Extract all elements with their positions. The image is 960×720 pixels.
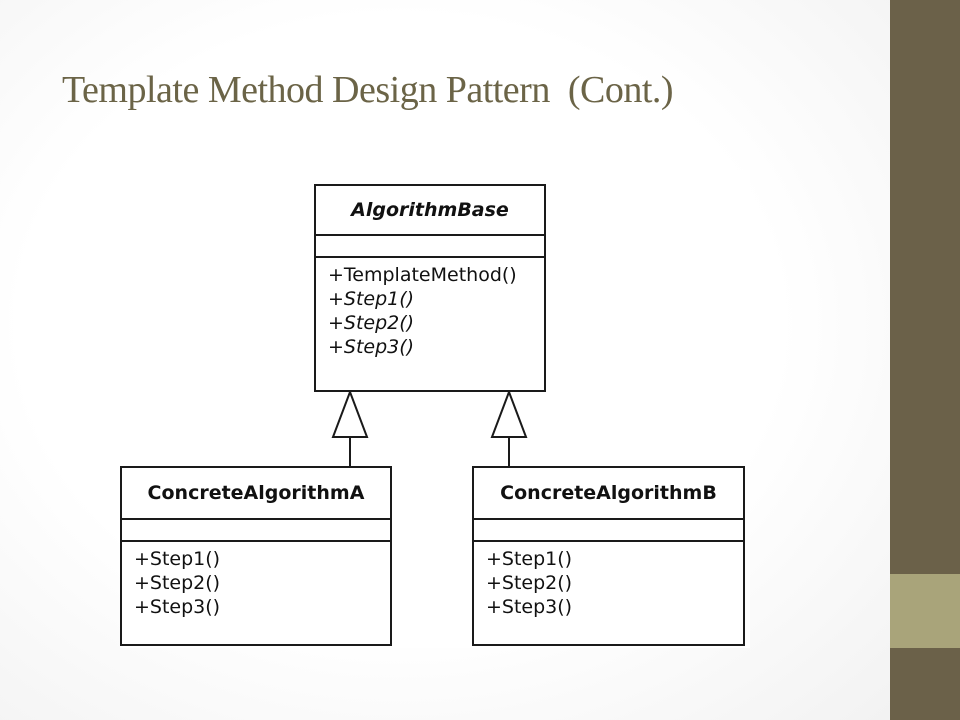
class-name: ConcreteAlgorithmA (122, 468, 390, 520)
operation: +Step3() (486, 596, 573, 618)
operation: +TemplateMethod() (328, 264, 517, 286)
class-attributes (474, 520, 743, 542)
slide-title: Template Method Design Pattern (Cont.) (62, 69, 674, 111)
operation: +Step2() (328, 312, 415, 334)
class-concrete-algorithm-a: ConcreteAlgorithmA +Step1() +Step2() +St… (120, 466, 392, 646)
class-attributes (316, 236, 544, 258)
operation: +Step1() (134, 548, 221, 570)
class-name: AlgorithmBase (316, 186, 544, 236)
class-algorithm-base: AlgorithmBase +TemplateMethod() +Step1()… (314, 184, 546, 392)
class-name: ConcreteAlgorithmB (474, 468, 743, 520)
operation: +Step2() (134, 572, 221, 594)
operation: +Step1() (486, 548, 573, 570)
class-operations: +Step1() +Step2() +Step3() (474, 542, 743, 619)
operation: +Step3() (134, 596, 221, 618)
class-operations: +Step1() +Step2() +Step3() (122, 542, 390, 619)
operation: +Step1() (328, 288, 415, 310)
operation: +Step2() (486, 572, 573, 594)
class-attributes (122, 520, 390, 542)
operation: +Step3() (328, 336, 415, 358)
class-operations: +TemplateMethod() +Step1() +Step2() +Ste… (316, 258, 544, 359)
side-accent-block (890, 574, 960, 648)
inheritance-arrow-b (490, 389, 528, 438)
inheritance-arrow-a (331, 389, 369, 438)
class-concrete-algorithm-b: ConcreteAlgorithmB +Step1() +Step2() +St… (472, 466, 745, 646)
